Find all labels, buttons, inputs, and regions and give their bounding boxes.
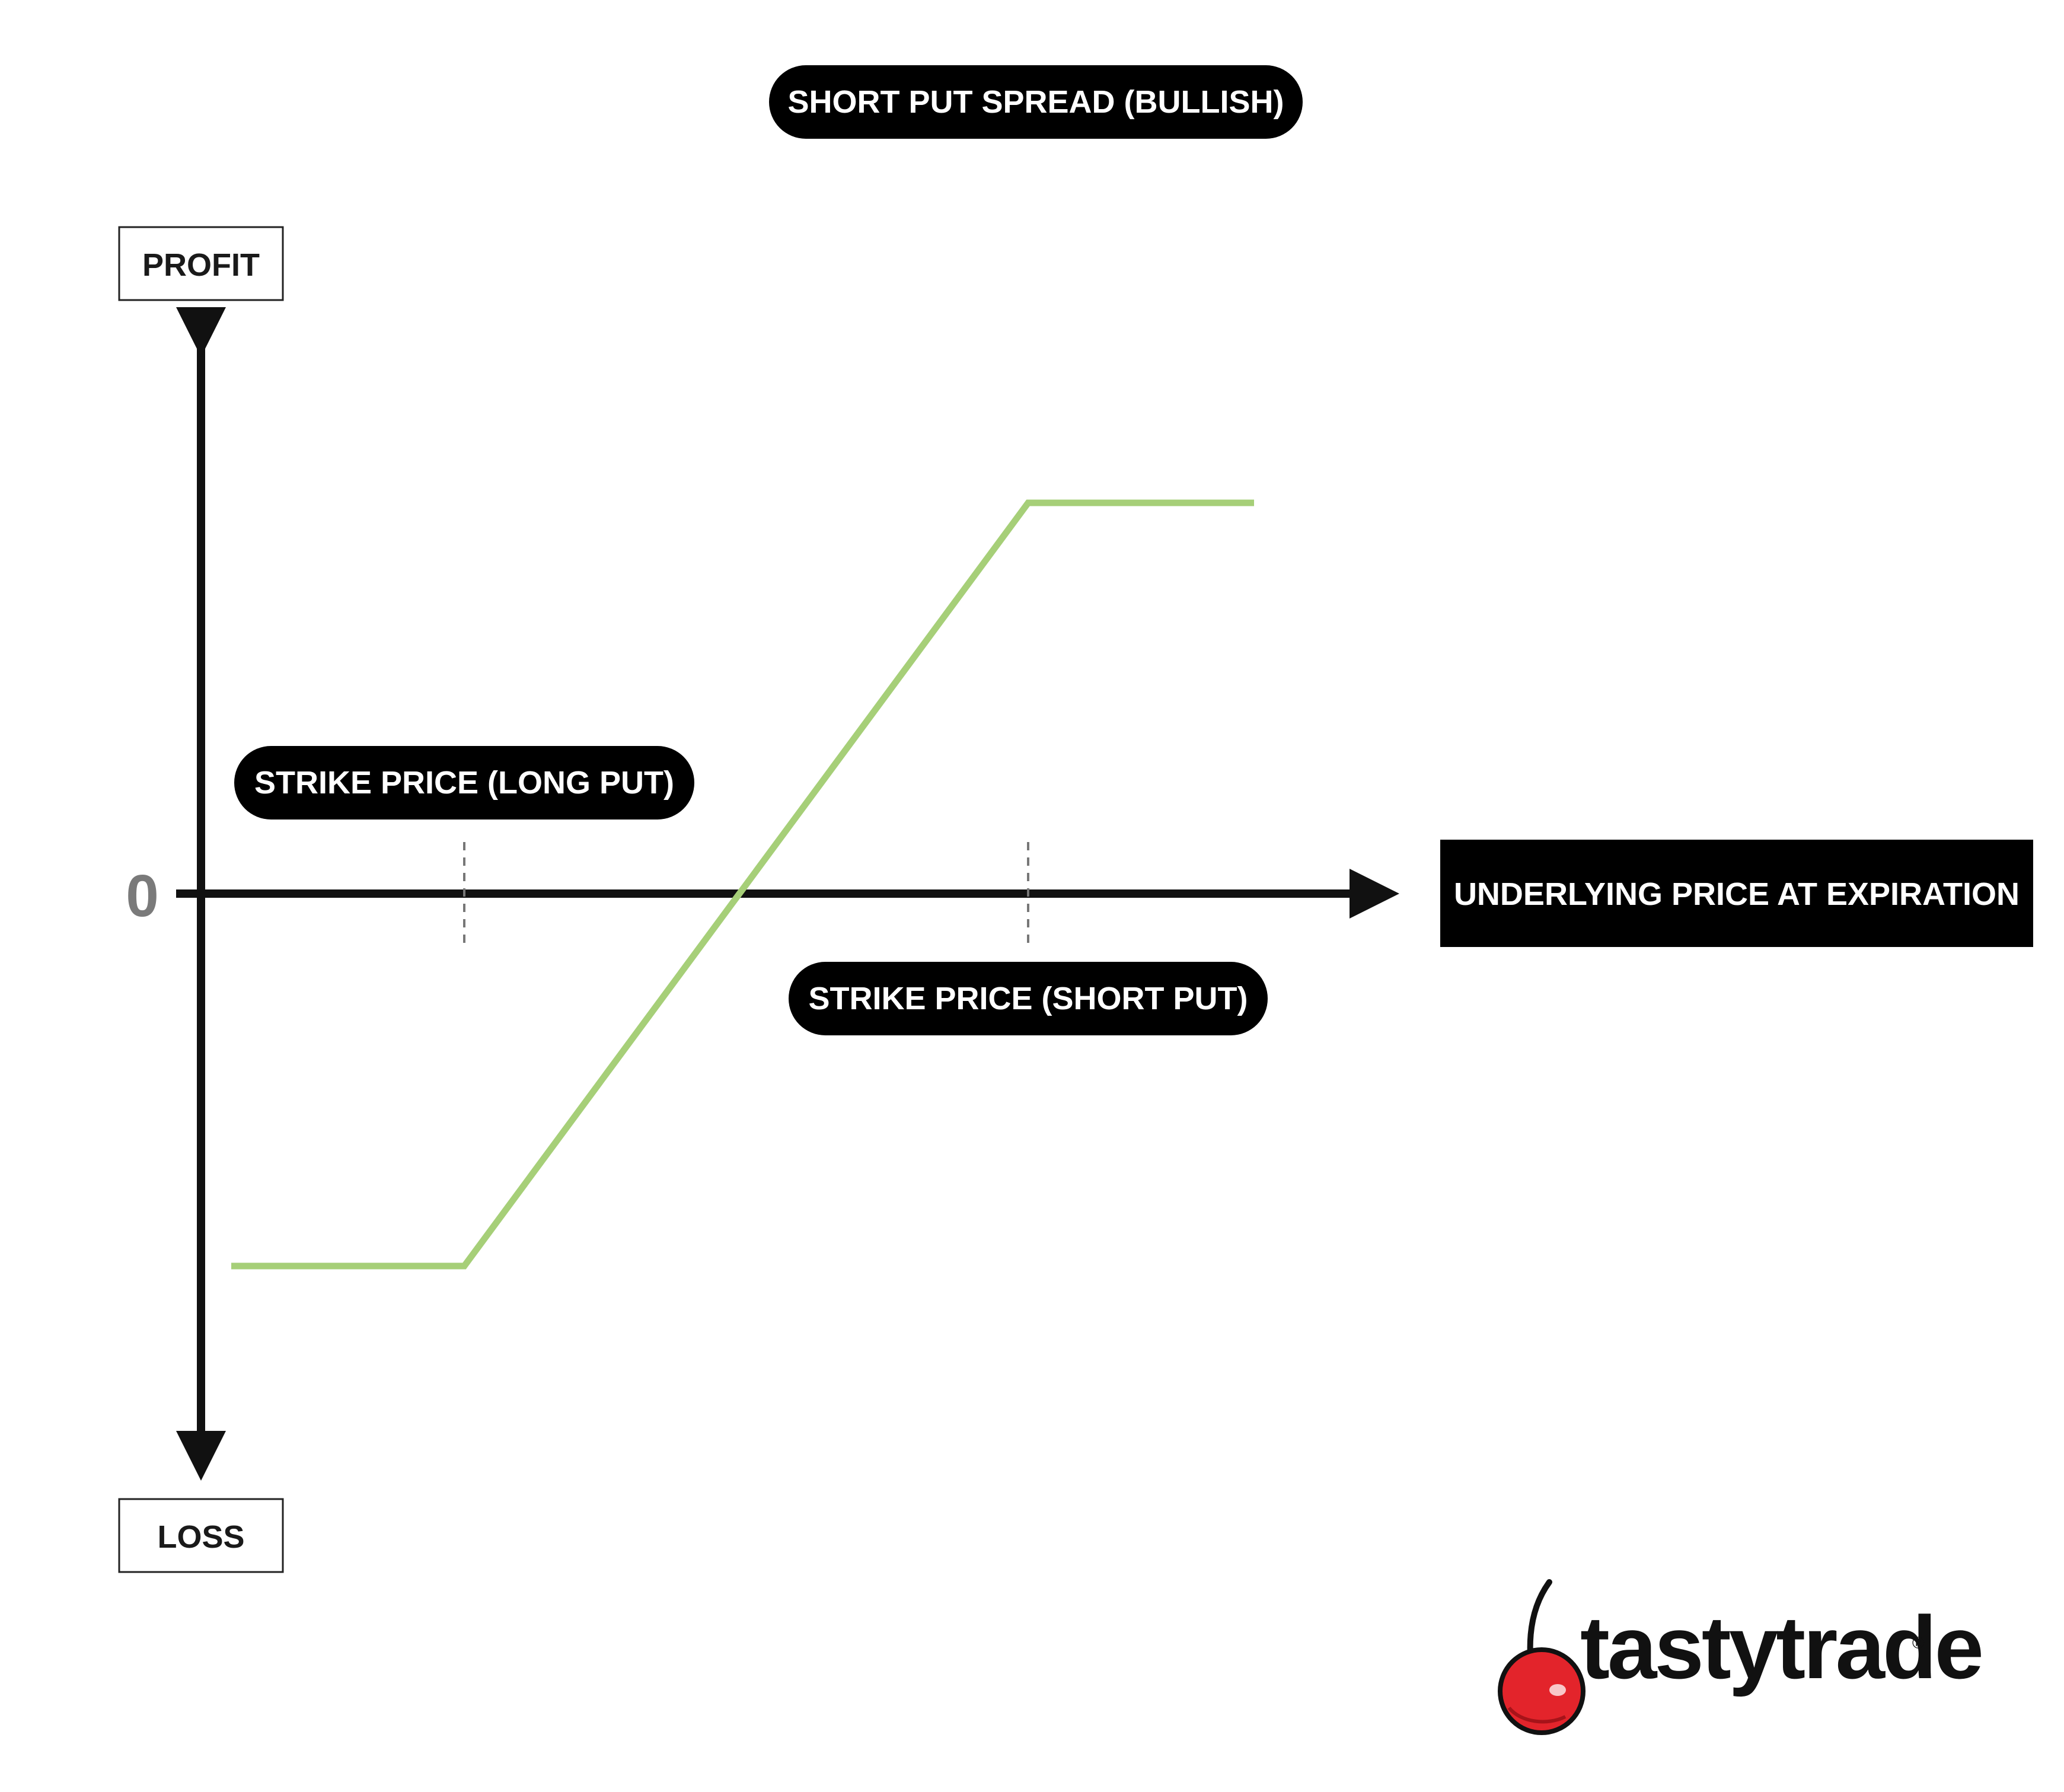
x-axis-label-box: UNDERLYING PRICE AT EXPIRATION xyxy=(1440,840,2033,947)
tastytrade-logo: tastytrade ® xyxy=(1498,1579,1984,1735)
profit-label: PROFIT xyxy=(142,247,260,283)
zero-label: 0 xyxy=(126,863,159,929)
long-put-strike-label: STRIKE PRICE (LONG PUT) xyxy=(254,765,674,801)
diagram-title: SHORT PUT SPREAD (BULLISH) xyxy=(788,84,1284,120)
registered-mark: ® xyxy=(1912,1634,1925,1652)
short-put-strike-pill: STRIKE PRICE (SHORT PUT) xyxy=(789,962,1268,1035)
loss-label: LOSS xyxy=(157,1519,244,1555)
title-pill: SHORT PUT SPREAD (BULLISH) xyxy=(769,65,1303,139)
loss-box: LOSS xyxy=(118,1498,284,1573)
long-put-strike-pill: STRIKE PRICE (LONG PUT) xyxy=(234,746,694,820)
profit-box: PROFIT xyxy=(118,226,284,301)
short-put-strike-label: STRIKE PRICE (SHORT PUT) xyxy=(808,981,1248,1016)
logo-wordmark: tastytrade xyxy=(1580,1598,1982,1697)
cherry-icon xyxy=(1498,1579,1586,1735)
payoff-line xyxy=(231,499,1254,1270)
x-axis-label: UNDERLYING PRICE AT EXPIRATION xyxy=(1454,876,2020,912)
